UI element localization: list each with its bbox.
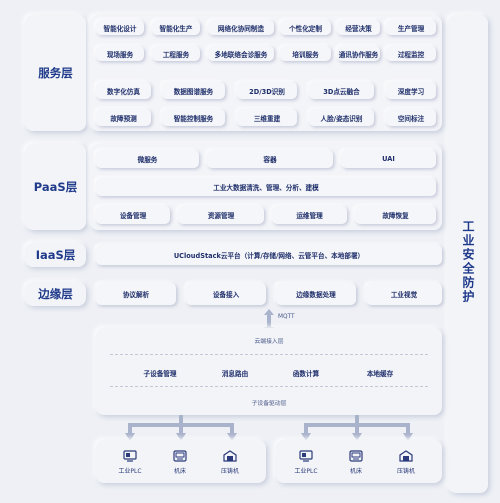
- layer-label-service: 服务层: [25, 15, 86, 131]
- service-item: 深度学习: [386, 82, 436, 99]
- paas-item-bigdata: 工业大数据清洗、管理、分析、建模: [96, 178, 436, 196]
- service-item: 多地联络会诊服务: [208, 46, 274, 61]
- gateway-divider-top: [110, 354, 428, 355]
- mqtt-arrow-icon: [264, 309, 274, 333]
- gateway-item: 消息路由: [221, 370, 249, 378]
- service-item: 三维重建: [237, 109, 297, 126]
- right-connector-icon: [301, 415, 413, 441]
- service-item: 网络化协同制造: [208, 20, 274, 35]
- layer-label-iaas: IaaS层: [25, 243, 86, 267]
- service-item: 生产管理: [386, 20, 436, 35]
- device-label: 机床: [173, 468, 186, 475]
- service-item: 故障预测: [96, 109, 151, 126]
- security-title: 工业安全防护: [461, 220, 475, 304]
- service-item: 培训服务: [280, 46, 331, 61]
- paas-item: 运维管理: [272, 206, 347, 224]
- paas-item: 设备管理: [96, 206, 170, 224]
- iaas-item-ucloudstack: UCloudStack云平台（计算/存储/网络、云管平台、本地部署）: [96, 245, 442, 265]
- paas-item: 故障恢复: [355, 206, 436, 224]
- layer-label-edge: 边缘层: [25, 282, 86, 306]
- gateway-item: 本地缓存: [366, 370, 394, 378]
- service-item: 2D/3D识别: [237, 82, 297, 99]
- service-item: 通讯协作服务: [337, 46, 380, 61]
- service-item: 个性化定制: [280, 20, 331, 35]
- machine-tool-icon: [173, 450, 187, 462]
- paas-item: 资源管理: [178, 206, 264, 224]
- security-panel: 工业安全防护: [448, 15, 488, 493]
- gateway-panel: [96, 328, 442, 415]
- service-item: 3D点云融合: [309, 82, 374, 99]
- gateway-item: 函数计算: [292, 370, 320, 378]
- die-casting-machine-icon: [399, 450, 413, 462]
- plc-icon: [299, 450, 313, 462]
- plc-icon: [123, 450, 137, 462]
- service-item: 数字化仿真: [96, 82, 151, 99]
- paas-item: UAI: [341, 150, 436, 168]
- service-item: 智能化设计: [96, 20, 144, 35]
- service-item: 智能控制服务: [162, 109, 225, 126]
- gateway-item: 子设备管理: [143, 370, 177, 378]
- die-casting-machine-icon: [223, 450, 237, 462]
- layer-label-paas: PaaS层: [25, 144, 86, 230]
- gateway-bottom-label: 子设备驱动层: [251, 401, 287, 407]
- mqtt-label: MQTT: [278, 314, 295, 320]
- edge-item: 边缘数据处理: [276, 283, 356, 305]
- left-connector-icon: [125, 415, 237, 441]
- paas-item: 容器: [207, 150, 333, 168]
- gateway-divider-bottom: [110, 386, 428, 387]
- device-label: 工业PLC: [118, 468, 142, 475]
- service-item: 经营决策: [337, 20, 380, 35]
- edge-item: 协议解析: [96, 283, 176, 305]
- service-item: 空间标注: [386, 109, 436, 126]
- device-label: 压铸机: [220, 468, 239, 475]
- device-label: 机床: [349, 468, 362, 475]
- service-item: 智能化生产: [152, 20, 200, 35]
- service-item: 过程监控: [386, 46, 436, 61]
- service-item: 工程服务: [152, 46, 200, 61]
- edge-item: 设备接入: [186, 283, 266, 305]
- edge-item: 工业视觉: [366, 283, 442, 305]
- service-item: 数据图谱服务: [162, 82, 225, 99]
- device-label: 压铸机: [396, 468, 415, 475]
- device-label: 工业PLC: [294, 468, 318, 475]
- service-item: 人脸/姿态识别: [309, 109, 374, 126]
- paas-item: 微服务: [96, 150, 199, 168]
- service-item: 现场服务: [96, 46, 144, 61]
- machine-tool-icon: [349, 450, 363, 462]
- gateway-top-label: 云端接入层: [254, 339, 284, 345]
